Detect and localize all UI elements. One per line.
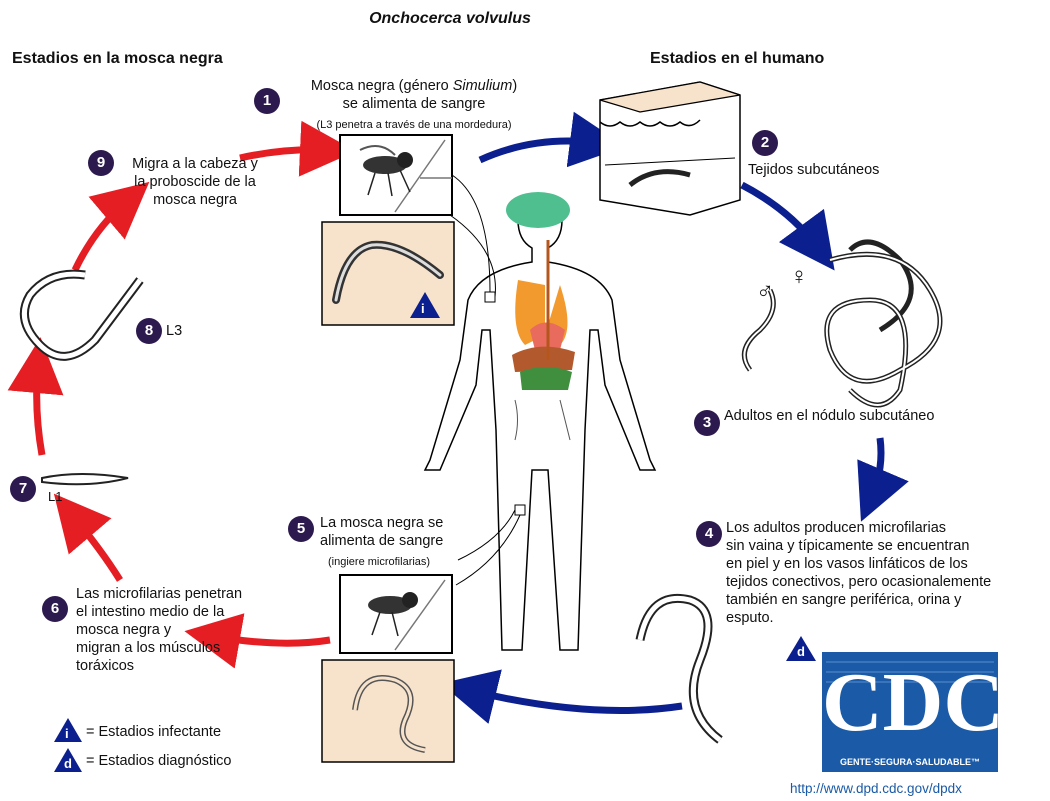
female-symbol: ♀: [790, 268, 808, 286]
step-2-label: Tejidos subcutáneos: [748, 161, 879, 179]
step-1-line2: se alimenta de sangre: [343, 96, 486, 112]
step-5-line2: alimenta de sangre: [320, 533, 443, 549]
step-5-badge: 5: [288, 516, 314, 542]
legend-infective-text: = Estadios infectante: [86, 723, 221, 741]
step-1-line1: Mosca negra (género: [311, 78, 453, 94]
step-2-badge: 2: [752, 130, 778, 156]
microfilaria-box: [322, 660, 454, 762]
arrow-1-to-2: [480, 141, 598, 160]
step-6-line2: el intestino medio de la: [76, 604, 224, 620]
step-4-line2: sin vaina y típicamente se encuentran: [726, 538, 969, 554]
l3-larva-illustration: [24, 274, 140, 356]
step-9-line2: la proboscide de la: [134, 174, 256, 190]
step-1-label: Mosca negra (género Simulium) se aliment…: [284, 77, 544, 113]
step-1-note: (L3 penetra a través de una mordedura): [274, 119, 554, 132]
legend-diagnostic-text: = Estadios diagnóstico: [86, 752, 232, 770]
step-6-line1: Las microfilarias penetran: [76, 586, 242, 602]
cdc-logo-text: CDC: [822, 655, 998, 751]
male-symbol: ♂: [756, 283, 774, 301]
step-6-line4: migran a los músculos: [76, 640, 220, 656]
step-3-label: Adultos en el nódulo subcutáneo: [724, 407, 934, 425]
step-4-line3: en piel y en los vasos linfáticos de los: [726, 556, 968, 572]
step-4-line4: tejidos conectivos, pero ocasionalemente: [726, 574, 991, 590]
arrow-7-to-8: [37, 365, 42, 455]
arrow-4-to-5: [468, 690, 682, 710]
arrow-6-to-7: [72, 515, 120, 580]
arrow-3-to-4: [872, 438, 881, 496]
human-stages-header: Estadios en el humano: [650, 50, 824, 68]
fly-feeding-illustration: [340, 575, 452, 653]
step-8-badge: 8: [136, 318, 162, 344]
step-6-line5: toráxicos: [76, 658, 134, 674]
step-8-stage-label: L3: [166, 322, 182, 340]
step-1-badge: 1: [254, 88, 280, 114]
step-9-line1: Migra a la cabeza y: [132, 156, 258, 172]
step-1-line1-end: ): [512, 78, 517, 94]
step-9-line3: mosca negra: [153, 192, 237, 208]
step-5-label: La mosca negra se alimenta de sangre: [320, 514, 480, 550]
step-4-label: Los adultos producen microfilarias sin v…: [726, 519, 1046, 627]
arrow-2-to-3: [742, 185, 818, 248]
diagram-title: Onchocerca volvulus: [300, 10, 600, 28]
step-4-badge: 4: [696, 521, 722, 547]
step-7-stage-label: L1: [48, 488, 62, 506]
skin-tissue-illustration: [600, 82, 740, 215]
legend-infective-letter: i: [65, 725, 69, 743]
legend-diagnostic-letter: d: [64, 755, 72, 773]
microfilaria-illustration: [640, 598, 720, 740]
adult-worms-illustration: [744, 242, 940, 405]
step-6-line3: mosca negra y: [76, 622, 171, 638]
source-url-link[interactable]: http://www.dpd.cdc.gov/dpdx: [790, 780, 962, 798]
fly-stages-header: Estadios en la mosca negra: [12, 50, 223, 68]
step-6-badge: 6: [42, 596, 68, 622]
l1-larva-illustration: [42, 474, 128, 484]
step-4-line5: también en sangre periférica, orina y: [726, 592, 961, 608]
step-5-note: (ingiere microfilarias): [328, 556, 430, 569]
diagnostic-marker-letter: d: [797, 643, 805, 661]
step-7-badge: 7: [10, 476, 36, 502]
step-4-line6: esputo.: [726, 610, 774, 626]
step-4-line1: Los adultos producen microfilarias: [726, 520, 946, 536]
human-body-illustration: [425, 175, 655, 650]
cdc-logo-tagline: GENTE·SEGURA·SALUDABLE™: [822, 756, 998, 768]
step-3-badge: 3: [694, 410, 720, 436]
arrow-8-to-9: [75, 200, 128, 270]
step-1-genus: Simulium: [453, 78, 513, 94]
step-6-label: Las microfilarias penetran el intestino …: [76, 585, 316, 675]
infective-marker-letter: i: [421, 300, 425, 318]
step-9-label: Migra a la cabeza y la proboscide de la …: [110, 155, 280, 209]
step-5-line1: La mosca negra se: [320, 515, 443, 531]
fly-bite-illustration: [340, 135, 452, 215]
